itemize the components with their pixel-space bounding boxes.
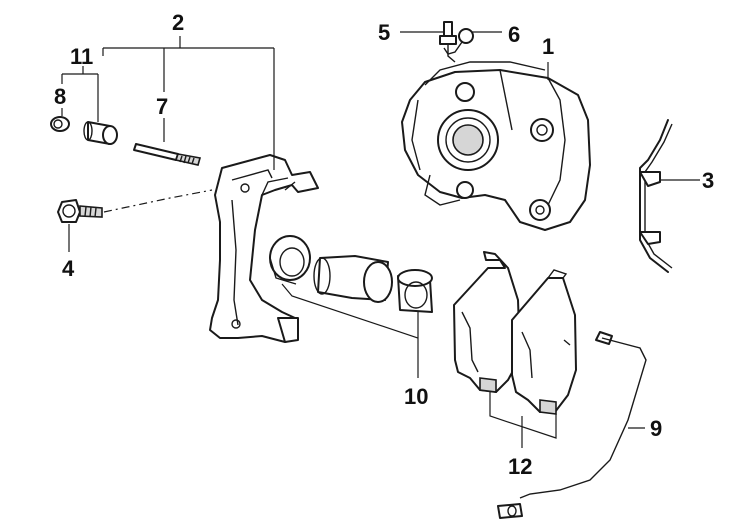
callout-11: 11 [70, 44, 93, 69]
piston-dust-boot [269, 235, 311, 285]
callout-6: 6 [508, 22, 520, 47]
caliper-carrier-bracket [209, 154, 319, 343]
callout-labels: 2 11 8 7 5 6 1 3 4 10 9 12 [54, 10, 714, 479]
anti-rattle-spring [639, 119, 673, 273]
guide-pin-dust-cap [50, 116, 70, 132]
pad-wear-sensor [497, 331, 647, 519]
brake-pad-inner [511, 269, 577, 415]
leader-lines [61, 31, 700, 448]
caliper-housing [401, 61, 591, 231]
brake-pad-outer [453, 251, 521, 393]
callout-10: 10 [404, 384, 428, 409]
callout-4: 4 [62, 256, 75, 281]
carrier-mounting-bolt [57, 199, 103, 223]
bleeder-valve [439, 21, 457, 63]
callout-5: 5 [378, 20, 390, 45]
callout-9: 9 [650, 416, 662, 441]
piston-seal [397, 269, 433, 313]
callout-8: 8 [54, 84, 66, 109]
bolt-axis-line [103, 189, 213, 213]
guide-bushing [83, 121, 118, 145]
callout-3: 3 [702, 168, 714, 193]
callout-2: 2 [172, 10, 184, 35]
callout-12: 12 [508, 454, 532, 479]
bleeder-dust-cap [443, 28, 474, 55]
piston [313, 255, 393, 303]
guide-pin [133, 143, 202, 166]
callout-1: 1 [542, 34, 554, 59]
callout-7: 7 [156, 94, 168, 119]
